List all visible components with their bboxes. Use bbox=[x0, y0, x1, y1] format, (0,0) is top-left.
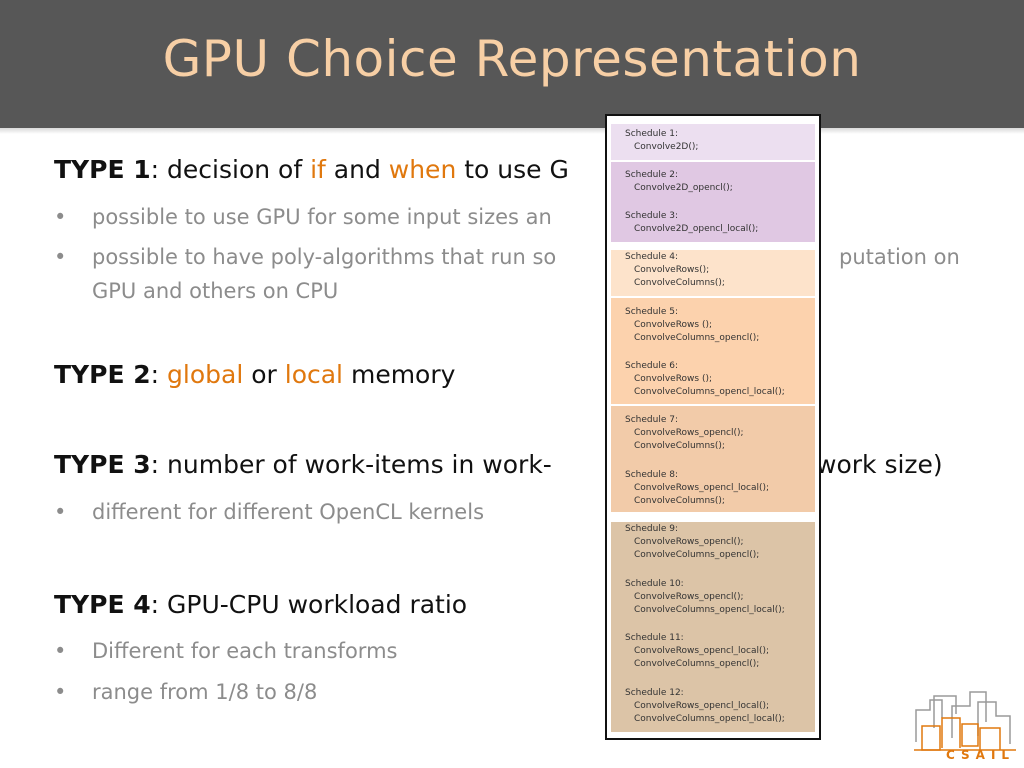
schedule-call: ConvolveColumns_opencl_local(); bbox=[634, 714, 785, 724]
schedule-12: Schedule 12: ConvolveRows_opencl_local()… bbox=[625, 687, 785, 726]
schedule-label: Schedule 1: bbox=[625, 129, 678, 139]
type1-bullet-1: • possible to use GPU for some input size… bbox=[54, 200, 552, 234]
bullet-text: possible to use GPU for some input sizes… bbox=[92, 205, 552, 229]
schedule-6: Schedule 6: ConvolveRows (); ConvolveCol… bbox=[625, 360, 785, 399]
type1-text-a: : decision of bbox=[150, 155, 311, 184]
schedule-group-3 bbox=[611, 250, 815, 296]
type4-bullet-1: • Different for each transforms bbox=[54, 634, 397, 668]
bullet-dot: • bbox=[54, 680, 67, 704]
type2-text-b: or bbox=[243, 360, 285, 389]
type2-global: global bbox=[167, 360, 244, 389]
type1-when: when bbox=[388, 155, 457, 184]
schedule-call: ConvolveRows (); bbox=[634, 374, 713, 384]
type3-heading: TYPE 3: number of work-items in work- bbox=[54, 450, 552, 479]
schedule-2: Schedule 2: Convolve2D_opencl(); bbox=[625, 169, 733, 195]
type4-text-a: : GPU-CPU workload ratio bbox=[150, 590, 468, 619]
type1-if: if bbox=[310, 155, 326, 184]
schedule-label: Schedule 5: bbox=[625, 307, 678, 317]
bullet-text: different for different OpenCL kernels bbox=[92, 500, 485, 524]
type1-bullet-2-tail: putation on bbox=[839, 245, 960, 269]
csail-building-logo-icon bbox=[914, 691, 1016, 751]
schedule-call: Convolve2D_opencl_local(); bbox=[634, 224, 759, 234]
type4-heading: TYPE 4: GPU-CPU workload ratio bbox=[54, 590, 467, 619]
schedule-3: Schedule 3: Convolve2D_opencl_local(); bbox=[625, 210, 758, 236]
type4-label: TYPE 4 bbox=[54, 590, 151, 619]
schedule-panel: Schedule 1: Convolve2D(); Schedule 2: Co… bbox=[605, 114, 821, 740]
schedule-call: ConvolveRows(); bbox=[634, 265, 710, 275]
type3-bullet-1: • different for different OpenCL kernels bbox=[54, 495, 484, 529]
type3-heading-tail: work size) bbox=[816, 450, 943, 479]
schedule-1: Schedule 1: Convolve2D(); bbox=[625, 128, 698, 154]
schedule-label: Schedule 7: bbox=[625, 415, 678, 425]
schedule-call: ConvolveRows_opencl(); bbox=[634, 428, 744, 438]
schedule-call: ConvolveColumns(); bbox=[634, 278, 725, 288]
type1-bullet-2: • possible to have poly-algorithms that r… bbox=[54, 240, 556, 274]
bullet-text: Different for each transforms bbox=[92, 639, 398, 663]
type3-label: TYPE 3 bbox=[54, 450, 151, 479]
type2-text-c: memory bbox=[343, 360, 456, 389]
schedule-label: Schedule 11: bbox=[625, 633, 684, 643]
schedule-call: ConvolveColumns_opencl(); bbox=[634, 659, 760, 669]
slide-title: GPU Choice Representation bbox=[162, 30, 862, 88]
schedule-call: ConvolveRows_opencl(); bbox=[634, 592, 744, 602]
schedule-call: ConvolveRows_opencl_local(); bbox=[634, 701, 770, 711]
schedule-4: Schedule 4: ConvolveRows(); ConvolveColu… bbox=[625, 251, 725, 290]
schedule-group-1 bbox=[611, 124, 815, 160]
bullet-dot: • bbox=[54, 639, 67, 663]
type3-text-a: : number of work-items in work- bbox=[150, 450, 552, 479]
schedule-10: Schedule 10: ConvolveRows_opencl(); Conv… bbox=[625, 578, 785, 617]
bullet-dot: • bbox=[54, 205, 67, 229]
schedule-call: ConvolveColumns_opencl_local(); bbox=[634, 387, 785, 397]
schedule-group-6 bbox=[611, 522, 815, 732]
schedule-call: Convolve2D(); bbox=[634, 142, 699, 152]
type1-text-c: to use G bbox=[456, 155, 569, 184]
schedule-5: Schedule 5: ConvolveRows (); ConvolveCol… bbox=[625, 306, 759, 345]
schedule-label: Schedule 4: bbox=[625, 252, 678, 262]
schedule-label: Schedule 3: bbox=[625, 211, 678, 221]
title-shadow bbox=[0, 128, 1024, 134]
schedule-group-2 bbox=[611, 162, 815, 242]
schedule-8: Schedule 8: ConvolveRows_opencl_local();… bbox=[625, 469, 769, 508]
type1-bullet-2-cont: GPU and others on CPU bbox=[92, 279, 339, 303]
schedule-call: ConvolveColumns(); bbox=[634, 441, 725, 451]
schedule-call: ConvolveColumns_opencl(); bbox=[634, 333, 760, 343]
schedule-label: Schedule 10: bbox=[625, 579, 684, 589]
type1-label: TYPE 1 bbox=[54, 155, 151, 184]
schedule-call: ConvolveRows (); bbox=[634, 320, 713, 330]
type2-text-a: : bbox=[150, 360, 168, 389]
schedule-call: ConvolveColumns_opencl_local(); bbox=[634, 605, 785, 615]
type1-text-b: and bbox=[325, 155, 389, 184]
schedule-call: ConvolveRows_opencl_local(); bbox=[634, 646, 770, 656]
schedule-group-4 bbox=[611, 298, 815, 404]
bullet-dot: • bbox=[54, 245, 67, 269]
schedule-9: Schedule 9: ConvolveRows_opencl(); Convo… bbox=[625, 523, 759, 562]
schedule-11: Schedule 11: ConvolveRows_opencl_local()… bbox=[625, 632, 769, 671]
type2-local: local bbox=[284, 360, 344, 389]
schedule-label: Schedule 6: bbox=[625, 361, 678, 371]
schedule-label: Schedule 8: bbox=[625, 470, 678, 480]
schedule-label: Schedule 9: bbox=[625, 524, 678, 534]
schedule-call: ConvolveRows_opencl_local(); bbox=[634, 483, 770, 493]
schedule-label: Schedule 2: bbox=[625, 170, 678, 180]
bullet-dot: • bbox=[54, 500, 67, 524]
schedule-call: ConvolveColumns(); bbox=[634, 496, 725, 506]
title-bar bbox=[0, 0, 1024, 128]
csail-logo-text: CSAIL bbox=[946, 748, 1016, 762]
schedule-call: ConvolveColumns_opencl(); bbox=[634, 550, 760, 560]
schedule-group-5 bbox=[611, 406, 815, 512]
bullet-text: possible to have poly-algorithms that ru… bbox=[92, 245, 557, 269]
type1-heading: TYPE 1: decision of if and when to use G bbox=[54, 155, 569, 184]
type2-heading: TYPE 2: global or local memory bbox=[54, 360, 455, 389]
schedule-7: Schedule 7: ConvolveRows_opencl(); Convo… bbox=[625, 414, 744, 453]
schedule-call: Convolve2D_opencl(); bbox=[634, 183, 733, 193]
type2-label: TYPE 2 bbox=[54, 360, 151, 389]
schedule-call: ConvolveRows_opencl(); bbox=[634, 537, 744, 547]
schedule-label: Schedule 12: bbox=[625, 688, 684, 698]
bullet-text: range from 1/8 to 8/8 bbox=[92, 680, 318, 704]
type4-bullet-2: • range from 1/8 to 8/8 bbox=[54, 675, 317, 709]
